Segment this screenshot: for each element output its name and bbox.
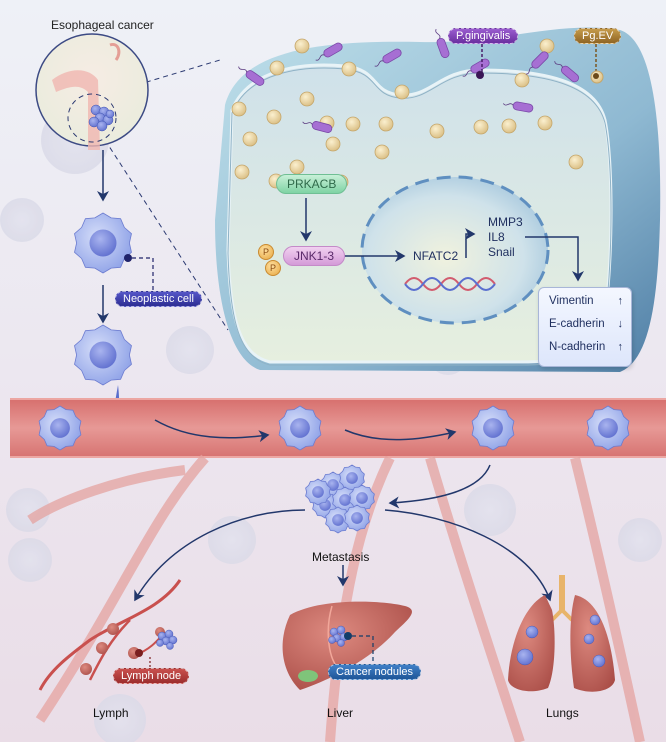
circulating-cell-icon (586, 405, 630, 451)
metastasis-label: Metastasis (312, 550, 370, 564)
lymph-node-label: Lymph node (113, 668, 190, 684)
marker-name: Vimentin (549, 295, 594, 307)
circulating-cell-icon (38, 405, 82, 451)
target-gene: MMP3 (488, 215, 523, 229)
vesicle-icon (429, 123, 445, 139)
bacterium-icon (238, 66, 265, 86)
target-gene: Snail (488, 245, 515, 259)
arrow-down-icon: ↓ (617, 318, 624, 330)
bacterium-icon (435, 29, 450, 59)
vesicle-icon (374, 144, 390, 160)
marker-name: N-cadherin (549, 341, 606, 353)
vesicle-icon (231, 101, 247, 117)
vesicle-icon (289, 159, 305, 175)
pathogen-label: P.gingivalis (448, 28, 519, 44)
vesicle-icon (514, 72, 530, 88)
vesicle-icon (539, 38, 555, 54)
callout-vesicle (590, 44, 604, 84)
vesicle-icon (568, 154, 584, 170)
vesicle-icon (501, 118, 517, 134)
bacterium-icon (525, 51, 549, 75)
lungs-icon (508, 575, 615, 692)
blood-vessel (10, 398, 666, 742)
zoom-lines (104, 59, 229, 331)
site-label-liver: Liver (327, 706, 354, 720)
liver-icon (282, 601, 412, 690)
vesicle-icon (299, 91, 315, 107)
bacterium-icon (554, 61, 579, 83)
bacteria-group (238, 29, 579, 133)
marker-name: E-cadherin (549, 318, 605, 330)
vesicle-label: Pg.EV (574, 28, 622, 44)
vesicle-icon (537, 115, 553, 131)
bacterium-icon (502, 101, 534, 113)
invading-cell-icon (74, 324, 132, 386)
phosphate-icon: P (265, 260, 281, 276)
phosphate-icon: P (258, 244, 274, 260)
vesicle-icon (473, 119, 489, 135)
vesicle-icon (269, 60, 285, 76)
circulating-cell-icon (471, 405, 515, 451)
emt-marker-row: N-cadherin ↑ (549, 341, 629, 353)
vesicle-icon (242, 131, 258, 147)
vesicle-icon (294, 38, 310, 54)
vesicle-icon (345, 116, 361, 132)
dna-helix-icon (404, 277, 496, 291)
nfatc2-label: NFATC2 (413, 249, 459, 263)
circulating-tumor-cells (38, 405, 630, 451)
vesicle-icon (266, 109, 282, 125)
callout-neoplastic (124, 254, 154, 293)
vesicle-icon (325, 136, 341, 152)
vesicle-icon (394, 84, 410, 100)
emt-marker-box: Vimentin ↑ E-cadherin ↓ N-cadherin ↑ (538, 287, 632, 367)
emt-marker-row: E-cadherin ↓ (549, 318, 629, 330)
esophagus-inset (35, 33, 149, 150)
arrow-up-icon: ↑ (617, 295, 624, 307)
site-label-lungs: Lungs (546, 706, 579, 720)
emt-marker-row: Vimentin ↑ (549, 295, 629, 307)
vesicle-icon (378, 116, 394, 132)
prkacb-protein: PRKACB (276, 174, 348, 194)
neoplastic-cell-label: Neoplastic cell (115, 291, 202, 307)
figure-title: Esophageal cancer (51, 18, 154, 32)
pathway-arrows (300, 198, 584, 282)
neoplastic-cell-icon (74, 212, 132, 274)
vesicle-icon (234, 164, 250, 180)
metastasis-cluster-icon (305, 464, 375, 534)
circulating-cell-icon (278, 405, 322, 451)
callout-pathogen (476, 44, 484, 79)
bacterium-icon (302, 121, 333, 133)
target-gene: IL8 (488, 230, 505, 244)
vesicle-icon (341, 61, 357, 77)
site-label-lymph: Lymph (93, 706, 129, 720)
bacterium-icon (374, 48, 402, 67)
flow-arrows (134, 419, 553, 602)
jnk-protein: JNK1-3 (283, 246, 346, 266)
cancer-nodules-label: Cancer nodules (328, 664, 422, 680)
lymph-vessels-icon (38, 579, 182, 691)
arrow-up-icon: ↑ (617, 341, 624, 353)
bacterium-icon (315, 42, 343, 61)
